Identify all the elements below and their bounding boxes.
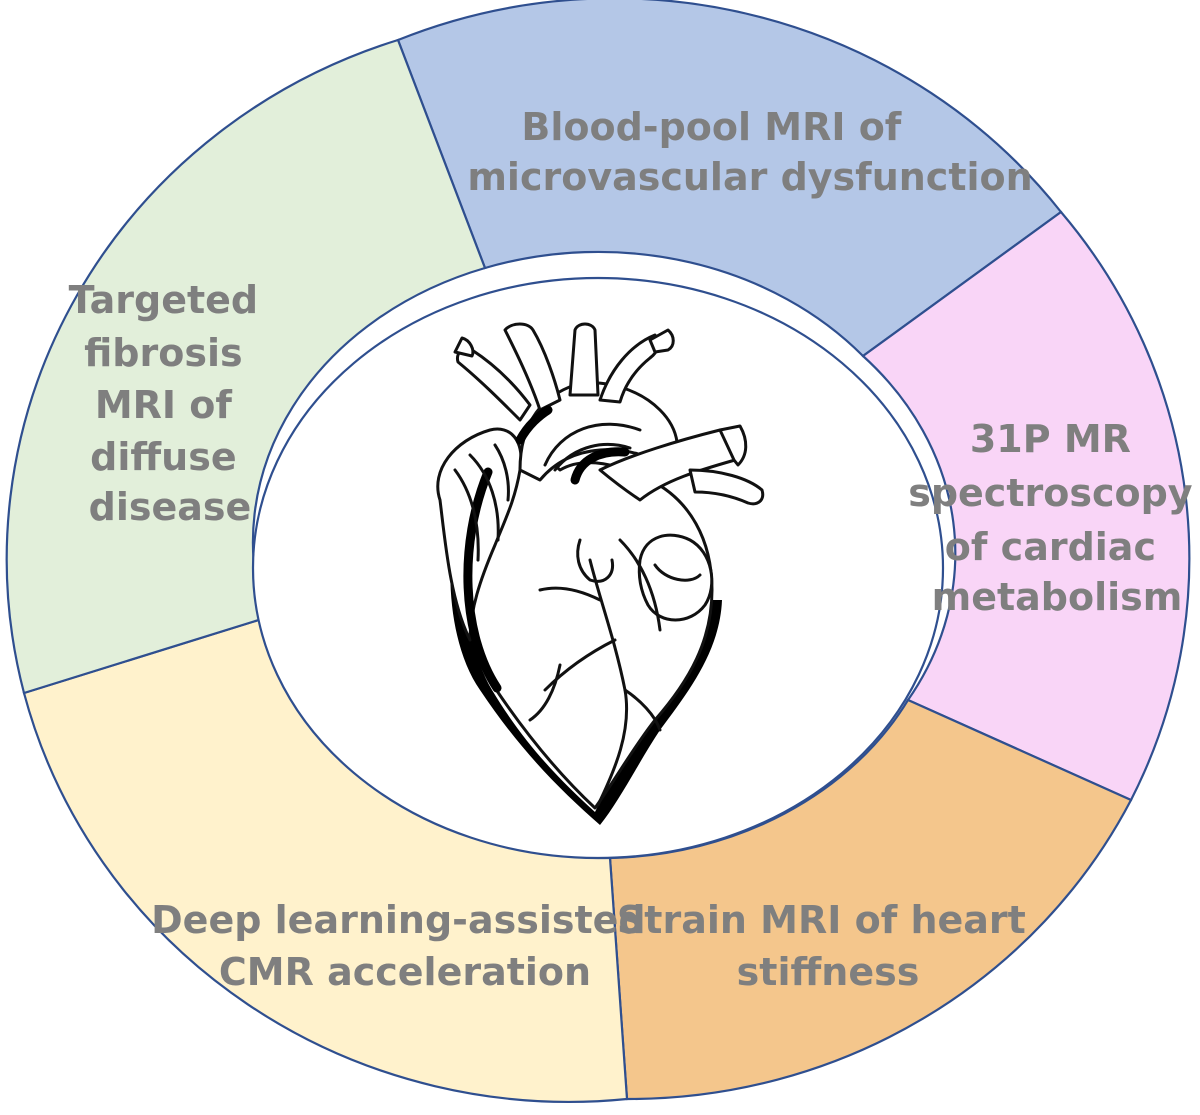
label-spectroscopy-line: metabolism bbox=[932, 575, 1183, 619]
segment-fibrosis bbox=[5, 38, 487, 695]
label-spectroscopy-line: 31P MR bbox=[970, 417, 1131, 461]
label-fibrosis-line: Targeted bbox=[69, 278, 259, 322]
label-strain-line: Strain MRI of heart bbox=[617, 898, 1026, 942]
label-spectroscopy-line: spectroscopy bbox=[908, 471, 1193, 515]
ring-segments bbox=[5, 0, 1191, 1103]
label-strain: Strain MRI of heart stiffness bbox=[617, 898, 1039, 994]
label-spectroscopy: 31P MR spectroscopy of cardiac metabolis… bbox=[908, 417, 1200, 619]
label-blood-pool-line: Blood-pool MRI of bbox=[521, 105, 901, 149]
label-fibrosis-line: diffuse bbox=[90, 435, 236, 479]
anatomical-heart-icon bbox=[436, 322, 765, 825]
label-fibrosis: Targeted fibrosis MRI of diffuse disease bbox=[69, 278, 272, 529]
label-deep-learning: Deep learning-assisted CMR acceleration bbox=[151, 898, 659, 994]
label-fibrosis-line: fibrosis bbox=[84, 331, 242, 375]
label-fibrosis-line: disease bbox=[89, 485, 252, 529]
label-fibrosis-line: MRI of bbox=[95, 383, 233, 427]
segment-labels: Blood-pool MRI of microvascular dysfunct… bbox=[69, 105, 1200, 994]
label-blood-pool: Blood-pool MRI of microvascular dysfunct… bbox=[467, 105, 1032, 199]
label-deep-learning-line: CMR acceleration bbox=[219, 950, 591, 994]
label-blood-pool-line: microvascular dysfunction bbox=[467, 155, 1032, 199]
label-strain-line: stiffness bbox=[737, 950, 920, 994]
segment-strain bbox=[608, 698, 1133, 1101]
label-deep-learning-line: Deep learning-assisted bbox=[151, 898, 645, 942]
segment-blood-pool bbox=[396, 0, 1063, 358]
label-spectroscopy-line: of cardiac bbox=[945, 525, 1156, 569]
